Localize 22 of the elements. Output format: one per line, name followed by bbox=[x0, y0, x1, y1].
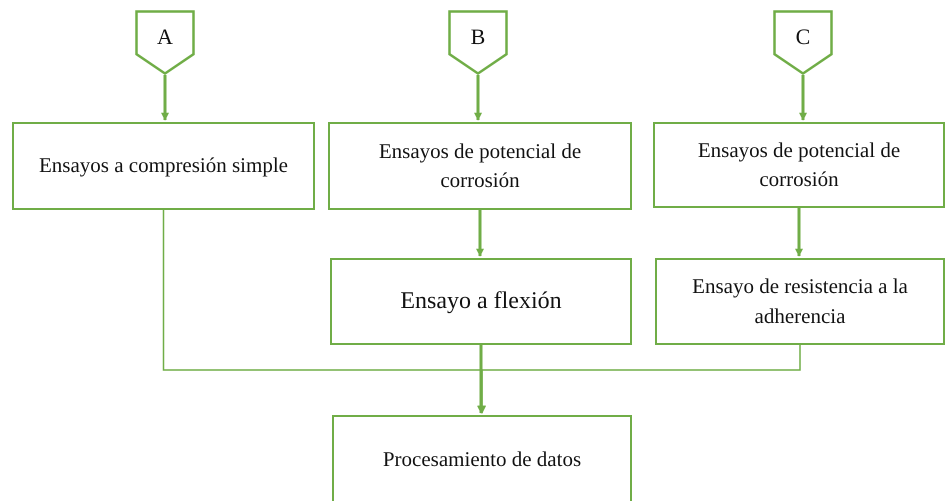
process-box bbox=[328, 122, 632, 210]
process-box bbox=[12, 122, 315, 210]
process-box bbox=[330, 258, 632, 345]
arrow bbox=[476, 210, 484, 257]
arrow bbox=[474, 75, 482, 121]
process-box bbox=[655, 258, 945, 345]
box-label: Ensayo de resistencia a la adherencia bbox=[691, 273, 909, 330]
box-label: Ensayos de potencial de corrosión bbox=[696, 136, 902, 193]
box-label: Ensayo a flexión bbox=[400, 286, 562, 316]
process-box bbox=[332, 415, 632, 501]
arrow bbox=[478, 345, 801, 414]
connector-letter: B bbox=[470, 24, 486, 50]
arrow bbox=[799, 75, 808, 121]
box-label: Procesamiento de datos bbox=[382, 446, 582, 474]
connector-letter: C bbox=[794, 24, 812, 50]
process-box bbox=[653, 122, 945, 208]
box-label: Ensayos de potencial de corrosión bbox=[378, 138, 582, 194]
box-label: Ensayos a compresión simple bbox=[38, 152, 288, 180]
arrow bbox=[161, 75, 170, 121]
connector-letter: A bbox=[156, 24, 174, 50]
arrow bbox=[477, 345, 486, 414]
arrow bbox=[795, 208, 804, 257]
